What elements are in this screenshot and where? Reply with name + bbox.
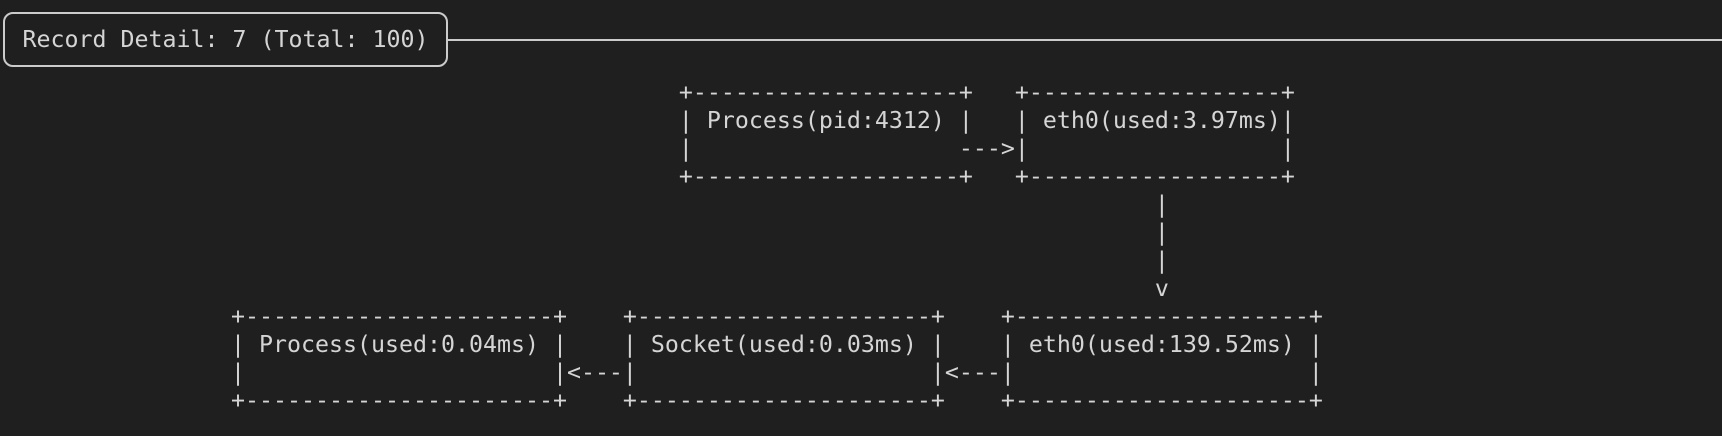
ascii-flow-diagram: +-------------------+ +-----------------… [231,79,1323,414]
panel-title-text: Record Detail: 7 (Total: 100) [22,26,429,53]
panel-top-border-line [447,39,1722,41]
panel-title: Record Detail: 7 (Total: 100) [3,12,448,67]
